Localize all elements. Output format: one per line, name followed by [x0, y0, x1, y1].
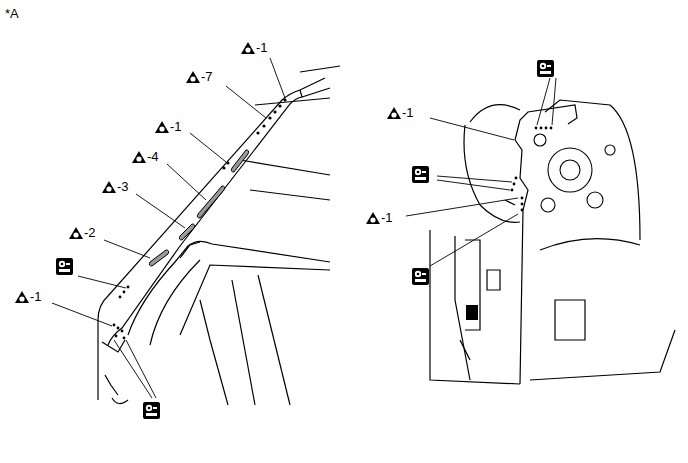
callout-number: -4	[146, 149, 160, 164]
figure-label: *A	[4, 6, 20, 21]
callout-number: -1	[401, 105, 415, 120]
callout-number: -2	[83, 225, 97, 240]
callout-number: -1	[380, 210, 394, 225]
callout-number: -7	[200, 69, 214, 84]
callout-number: -1	[255, 40, 269, 55]
callout-number: -1	[29, 289, 43, 304]
callout-number: -3	[116, 179, 130, 194]
callout-number: -1	[169, 119, 183, 134]
